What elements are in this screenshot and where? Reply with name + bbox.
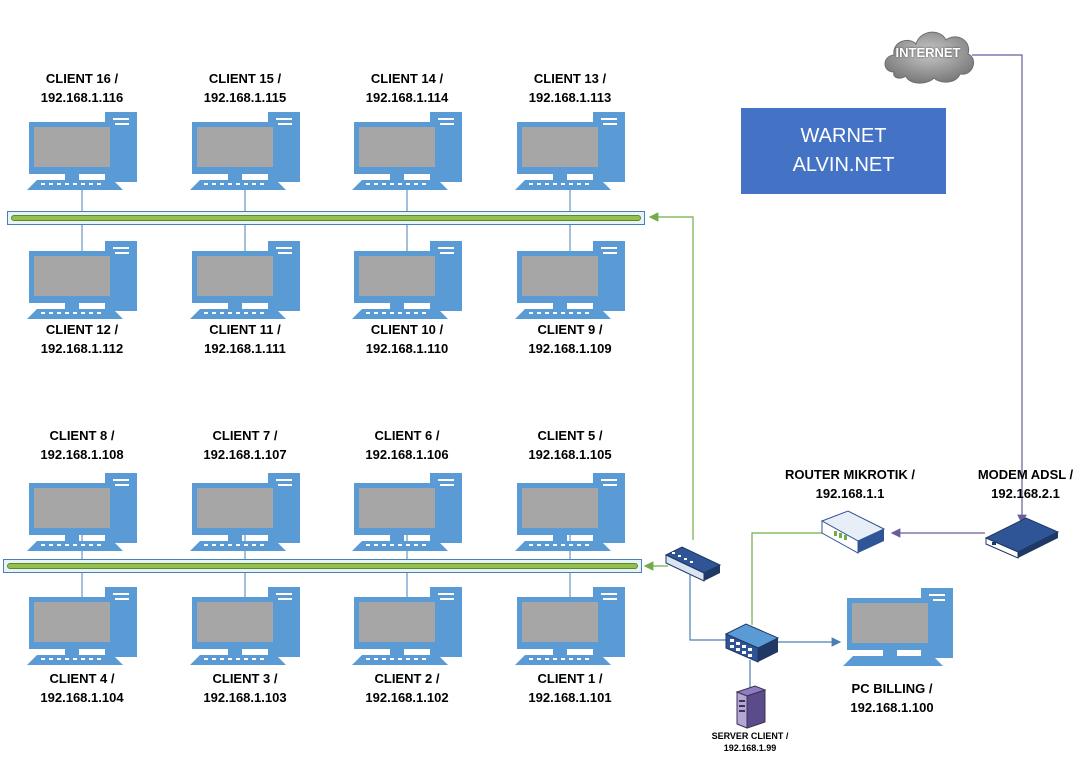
client-name: CLIENT 12 / (45, 322, 119, 337)
client-name: CLIENT 7 / (212, 428, 278, 443)
client-name: CLIENT 6 / (374, 428, 440, 443)
client-ip: 192.168.1.112 (40, 341, 124, 356)
client-label: CLIENT 4 / 192.168.1.104 (12, 669, 152, 707)
client-label: CLIENT 10 / 192.168.1.110 (337, 320, 477, 358)
modem-label: MODEM ADSL / 192.168.2.1 (963, 465, 1087, 503)
client-ip: 192.168.1.109 (528, 341, 612, 356)
client-ip: 192.168.1.116 (40, 90, 124, 105)
client-ip: 192.168.1.106 (365, 447, 449, 462)
client-label: CLIENT 14 / 192.168.1.114 (337, 69, 477, 107)
client-name: CLIENT 4 / (49, 671, 115, 686)
client-computer-icon (515, 241, 625, 319)
title-box: WARNET ALVIN.NET (741, 108, 946, 194)
link-smallswitch-to-mainswitch (689, 575, 728, 641)
billing-label: PC BILLING / 192.168.1.100 (832, 679, 952, 717)
client-ip: 192.168.1.114 (365, 90, 449, 105)
client-computer-icon (515, 112, 625, 190)
client-name: CLIENT 5 / (537, 428, 603, 443)
client-ip: 192.168.1.103 (203, 690, 287, 705)
client-ip: 192.168.1.107 (203, 447, 287, 462)
client-ip: 192.168.1.108 (40, 447, 124, 462)
client-name: CLIENT 8 / (49, 428, 115, 443)
link-switch-to-top-bus (648, 212, 694, 540)
client-computer-icon (27, 112, 137, 190)
client-name: CLIENT 10 / (370, 322, 444, 337)
client-name: CLIENT 13 / (533, 71, 607, 86)
client-label: CLIENT 9 / 192.168.1.109 (500, 320, 640, 358)
client-name: CLIENT 14 / (370, 71, 444, 86)
client-label: CLIENT 16 / 192.168.1.116 (12, 69, 152, 107)
router-icon (820, 510, 886, 554)
client-label: CLIENT 11 / 192.168.1.111 (175, 320, 315, 358)
client-label: CLIENT 2 / 192.168.1.102 (337, 669, 477, 707)
client-ip: 192.168.1.115 (203, 90, 287, 105)
client-label: CLIENT 8 / 192.168.1.108 (12, 426, 152, 464)
client-name: CLIENT 1 / (537, 671, 603, 686)
server-icon (735, 685, 767, 729)
client-computer-icon (190, 112, 300, 190)
bottom-network-bus (3, 559, 642, 573)
link-internet-to-modem (972, 54, 1027, 525)
client-computer-icon (352, 241, 462, 319)
client-computer-icon (515, 587, 625, 665)
client-computer-icon (27, 473, 137, 551)
title-line-2: ALVIN.NET (792, 154, 895, 176)
client-computer-icon (190, 241, 300, 319)
client-label: CLIENT 13 / 192.168.1.113 (500, 69, 640, 107)
client-computer-icon (352, 587, 462, 665)
client-computer-icon (352, 112, 462, 190)
router-ip: 192.168.1.1 (815, 486, 885, 501)
client-label: CLIENT 7 / 192.168.1.107 (175, 426, 315, 464)
client-label: CLIENT 15 / 192.168.1.115 (175, 69, 315, 107)
client-ip: 192.168.1.110 (365, 341, 449, 356)
router-name: ROUTER MIKROTIK / (785, 467, 915, 482)
client-computer-icon (27, 587, 137, 665)
internet-label: INTERNET (895, 45, 961, 60)
modem-icon (984, 517, 1060, 559)
top-network-bus (7, 211, 645, 225)
client-ip: 192.168.1.105 (528, 447, 612, 462)
client-computer-icon (190, 473, 300, 551)
link-router-to-switch (751, 532, 825, 625)
client-computer-icon (515, 473, 625, 551)
client-ip: 192.168.1.111 (204, 341, 286, 356)
client-label: CLIENT 3 / 192.168.1.103 (175, 669, 315, 707)
client-computer-icon (190, 587, 300, 665)
modem-ip: 192.168.2.1 (991, 486, 1060, 501)
title-line-1: WARNET (800, 125, 887, 147)
client-label: CLIENT 6 / 192.168.1.106 (337, 426, 477, 464)
client-name: CLIENT 15 / (208, 71, 282, 86)
small-switch-icon (664, 546, 722, 582)
internet-cloud-icon (884, 31, 975, 84)
client-ip: 192.168.1.101 (528, 690, 612, 705)
client-name: CLIENT 9 / (537, 322, 603, 337)
router-label: ROUTER MIKROTIK / 192.168.1.1 (775, 465, 925, 503)
billing-name: PC BILLING / (851, 681, 933, 696)
client-ip: 192.168.1.113 (528, 90, 612, 105)
client-computer-icon (27, 241, 137, 319)
client-label: CLIENT 12 / 192.168.1.112 (12, 320, 152, 358)
client-name: CLIENT 2 / (374, 671, 440, 686)
main-switch-icon (724, 623, 780, 663)
client-ip: 192.168.1.104 (40, 690, 124, 705)
modem-name: MODEM ADSL / (977, 467, 1074, 482)
client-drop-lines (81, 188, 571, 620)
server-label: SERVER CLIENT / 192.168.1.99 (700, 730, 800, 754)
client-name: CLIENT 16 / (45, 71, 119, 86)
client-name: CLIENT 11 / (209, 322, 281, 337)
server-name: SERVER CLIENT / (711, 731, 789, 741)
billing-ip: 192.168.1.100 (850, 700, 934, 715)
client-ip: 192.168.1.102 (365, 690, 449, 705)
client-computer-icon (352, 473, 462, 551)
client-label: CLIENT 5 / 192.168.1.105 (500, 426, 640, 464)
server-ip: 192.168.1.99 (723, 743, 777, 753)
client-label: CLIENT 1 / 192.168.1.101 (500, 669, 640, 707)
billing-computer-icon (843, 588, 953, 666)
client-name: CLIENT 3 / (212, 671, 278, 686)
